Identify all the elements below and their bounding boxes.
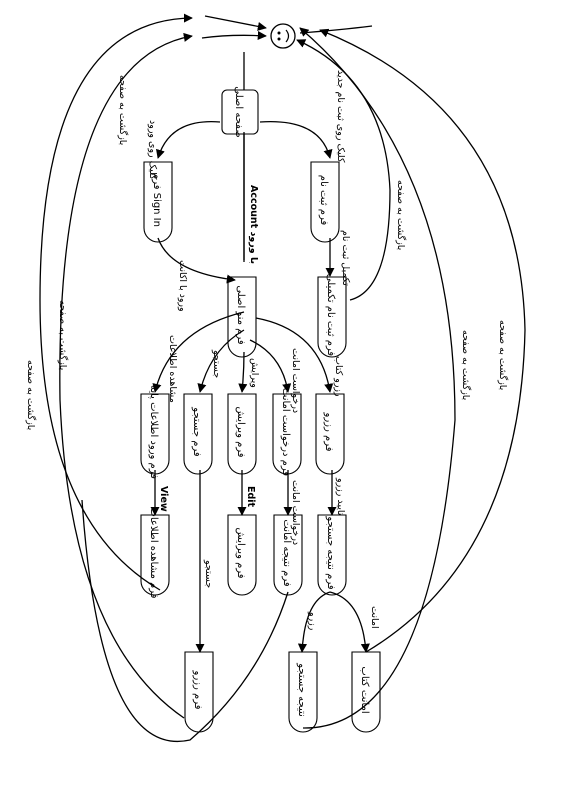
edge-menu-info: [152, 311, 245, 393]
node-edit-submit: فرم ویرایش: [227, 514, 257, 596]
node-search-result-form-label: فرم نتیجه جستجو: [325, 515, 336, 589]
edge-label-start-signin: کلیک روی ورود: [147, 120, 158, 180]
edge-start-register: [259, 120, 333, 159]
edge-label-view: View: [158, 486, 169, 512]
edge-label-back-3: بازگشت به صفحه: [117, 75, 129, 145]
node-search-form: فرم جستجو: [183, 393, 213, 475]
edge-start-signin: [156, 120, 221, 159]
edge-label-menu-help: درخواست امانت: [290, 348, 301, 413]
smiley-face-icon: [270, 23, 296, 49]
node-start-label: صفحه اصلی: [233, 86, 244, 137]
edge-label-result-left: رزرو: [307, 611, 318, 631]
edge-label-register-submit: تکمیل ثبت نام: [340, 230, 351, 286]
edge-submit-back: [296, 39, 391, 301]
node-info-entry: فرم ورود اطلاعات پایه: [140, 385, 170, 479]
node-reserve-form: فرم رزرو: [315, 393, 345, 475]
edge-menu-reserve: [255, 317, 334, 393]
edge-back-1: [39, 13, 193, 591]
edge-label-menu-info: مشاهده اطلاعات: [167, 335, 178, 403]
node-result-trust: امانت کتاب: [351, 651, 381, 733]
edge-back-5: [319, 28, 526, 653]
node-edit-submit-label: فرم ویرایش: [235, 527, 246, 578]
node-main-menu: فرم منو اصلی: [227, 276, 257, 358]
node-info-view: فرم مشاهده اطلاعات: [140, 507, 170, 599]
node-search-form-label: فرم جستجو: [191, 406, 202, 457]
node-register-submit-label: فرم ثبت نام تکمیلی: [325, 274, 336, 357]
edge-menu-help: [249, 339, 292, 393]
node-start: صفحه اصلی: [221, 86, 259, 138]
node-signin-label: فرم Sign In: [151, 173, 162, 227]
edge-label-menu-edit: ویرایش: [249, 358, 260, 388]
node-info-entry-label: فرم ورود اطلاعات پایه: [148, 385, 159, 479]
edge-label-reserve: تایید رزرو: [335, 477, 346, 516]
edges: [39, 13, 526, 743]
node-result-trust-label: امانت کتاب: [359, 666, 370, 713]
edge-labels: کلیک روی ورود کلیک روی ثبت نام جدید Acco…: [25, 70, 509, 631]
edge-label-back-4: بازگشت به صفحه: [460, 330, 472, 400]
node-edit-form-label: فرم ویرایش: [235, 406, 246, 457]
edge-label-back-5: بازگشت به صفحه: [497, 320, 509, 390]
edge-label-start-register: کلیک روی ثبت نام جدید: [335, 70, 346, 163]
edge-back-4: [299, 27, 456, 729]
node-reserve-result-label: فرم رزرو: [192, 670, 203, 710]
node-help-request-label: فرم درخواست امانت: [280, 388, 291, 476]
node-result-view-label: نتیجه جستجو: [296, 662, 307, 717]
edge-menu-search: [197, 329, 245, 393]
node-search-result-form: فرم نتیجه جستجو: [317, 514, 347, 596]
edge-label-help: درخواست امانت: [290, 480, 301, 545]
node-register-label: فرم ثبت نام: [318, 175, 329, 226]
edge-label-menu-search: جستجو: [211, 349, 222, 378]
edge-label-result-right: امانت: [369, 606, 380, 629]
node-reserve-form-label: فرم رزرو: [323, 412, 334, 452]
node-help-request: فرم درخواست امانت: [272, 388, 302, 476]
edge-label-back-1: بازگشت به صفحه: [25, 360, 37, 430]
node-signin: فرم Sign In: [143, 161, 173, 243]
node-reserve-result: فرم رزرو: [184, 651, 214, 733]
node-help-result-label: فرم نتیجه امانت: [281, 519, 292, 586]
node-result-view: نتیجه جستجو: [288, 651, 318, 733]
node-edit-form: فرم ویرایش: [227, 393, 257, 475]
edge-label-signin-menu: ورود با اکانت: [177, 260, 188, 312]
node-info-view-label: فرم مشاهده اطلاعات: [148, 507, 159, 598]
node-register: فرم ثبت نام: [310, 161, 340, 243]
edge-label-edit: Edit: [245, 486, 256, 508]
edge-label-submit-back: بازگشت به صفحه: [395, 180, 407, 250]
edge-label-back-2: بازگشت به صفحه: [57, 300, 69, 370]
edge-signin-menu: [157, 237, 236, 284]
edge-menu-edit: [238, 351, 248, 393]
node-main-menu-label: فرم منو اصلی: [235, 285, 246, 345]
edge-result-right: [329, 591, 370, 653]
edge-label-search: جستجو: [203, 559, 214, 588]
edge-label-start-menu: Account با ورود: [248, 185, 259, 264]
edge-label-menu-reserve: رزرو کتاب: [333, 356, 344, 397]
edge-result-left: [297, 591, 331, 653]
node-register-submit: فرم ثبت نام تکمیلی: [317, 274, 347, 358]
edge-back-2: [59, 32, 193, 719]
edge-back-3: [81, 499, 289, 743]
